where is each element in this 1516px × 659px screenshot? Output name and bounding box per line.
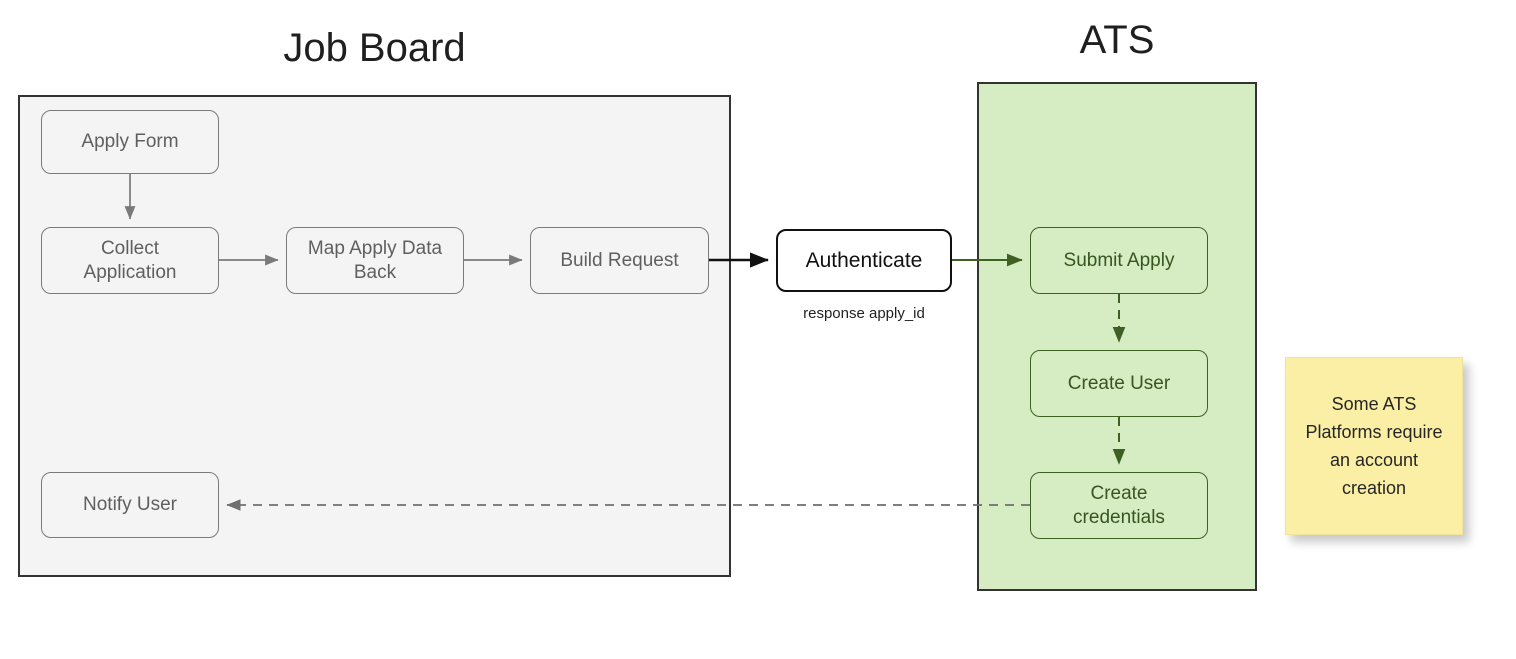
sticky-note-ats-account-creation[interactable]: Some ATS Platforms require an account cr…: [1285, 357, 1463, 535]
node-create-credentials[interactable]: Create credentials: [1030, 472, 1208, 539]
node-map-apply-data-back[interactable]: Map Apply Data Back: [286, 227, 464, 294]
lane-title-ats: ATS: [1079, 18, 1155, 62]
node-collect-application[interactable]: Collect Application: [41, 227, 219, 294]
node-apply-form[interactable]: Apply Form: [41, 110, 219, 174]
node-submit-apply[interactable]: Submit Apply: [1030, 227, 1208, 294]
node-create-user[interactable]: Create User: [1030, 350, 1208, 417]
node-authenticate[interactable]: Authenticate: [776, 229, 952, 292]
node-build-request[interactable]: Build Request: [530, 227, 709, 294]
edge-label-response-apply-id: response apply_id: [803, 305, 925, 322]
node-notify-user[interactable]: Notify User: [41, 472, 219, 538]
lane-title-job-board: Job Board: [283, 26, 466, 70]
